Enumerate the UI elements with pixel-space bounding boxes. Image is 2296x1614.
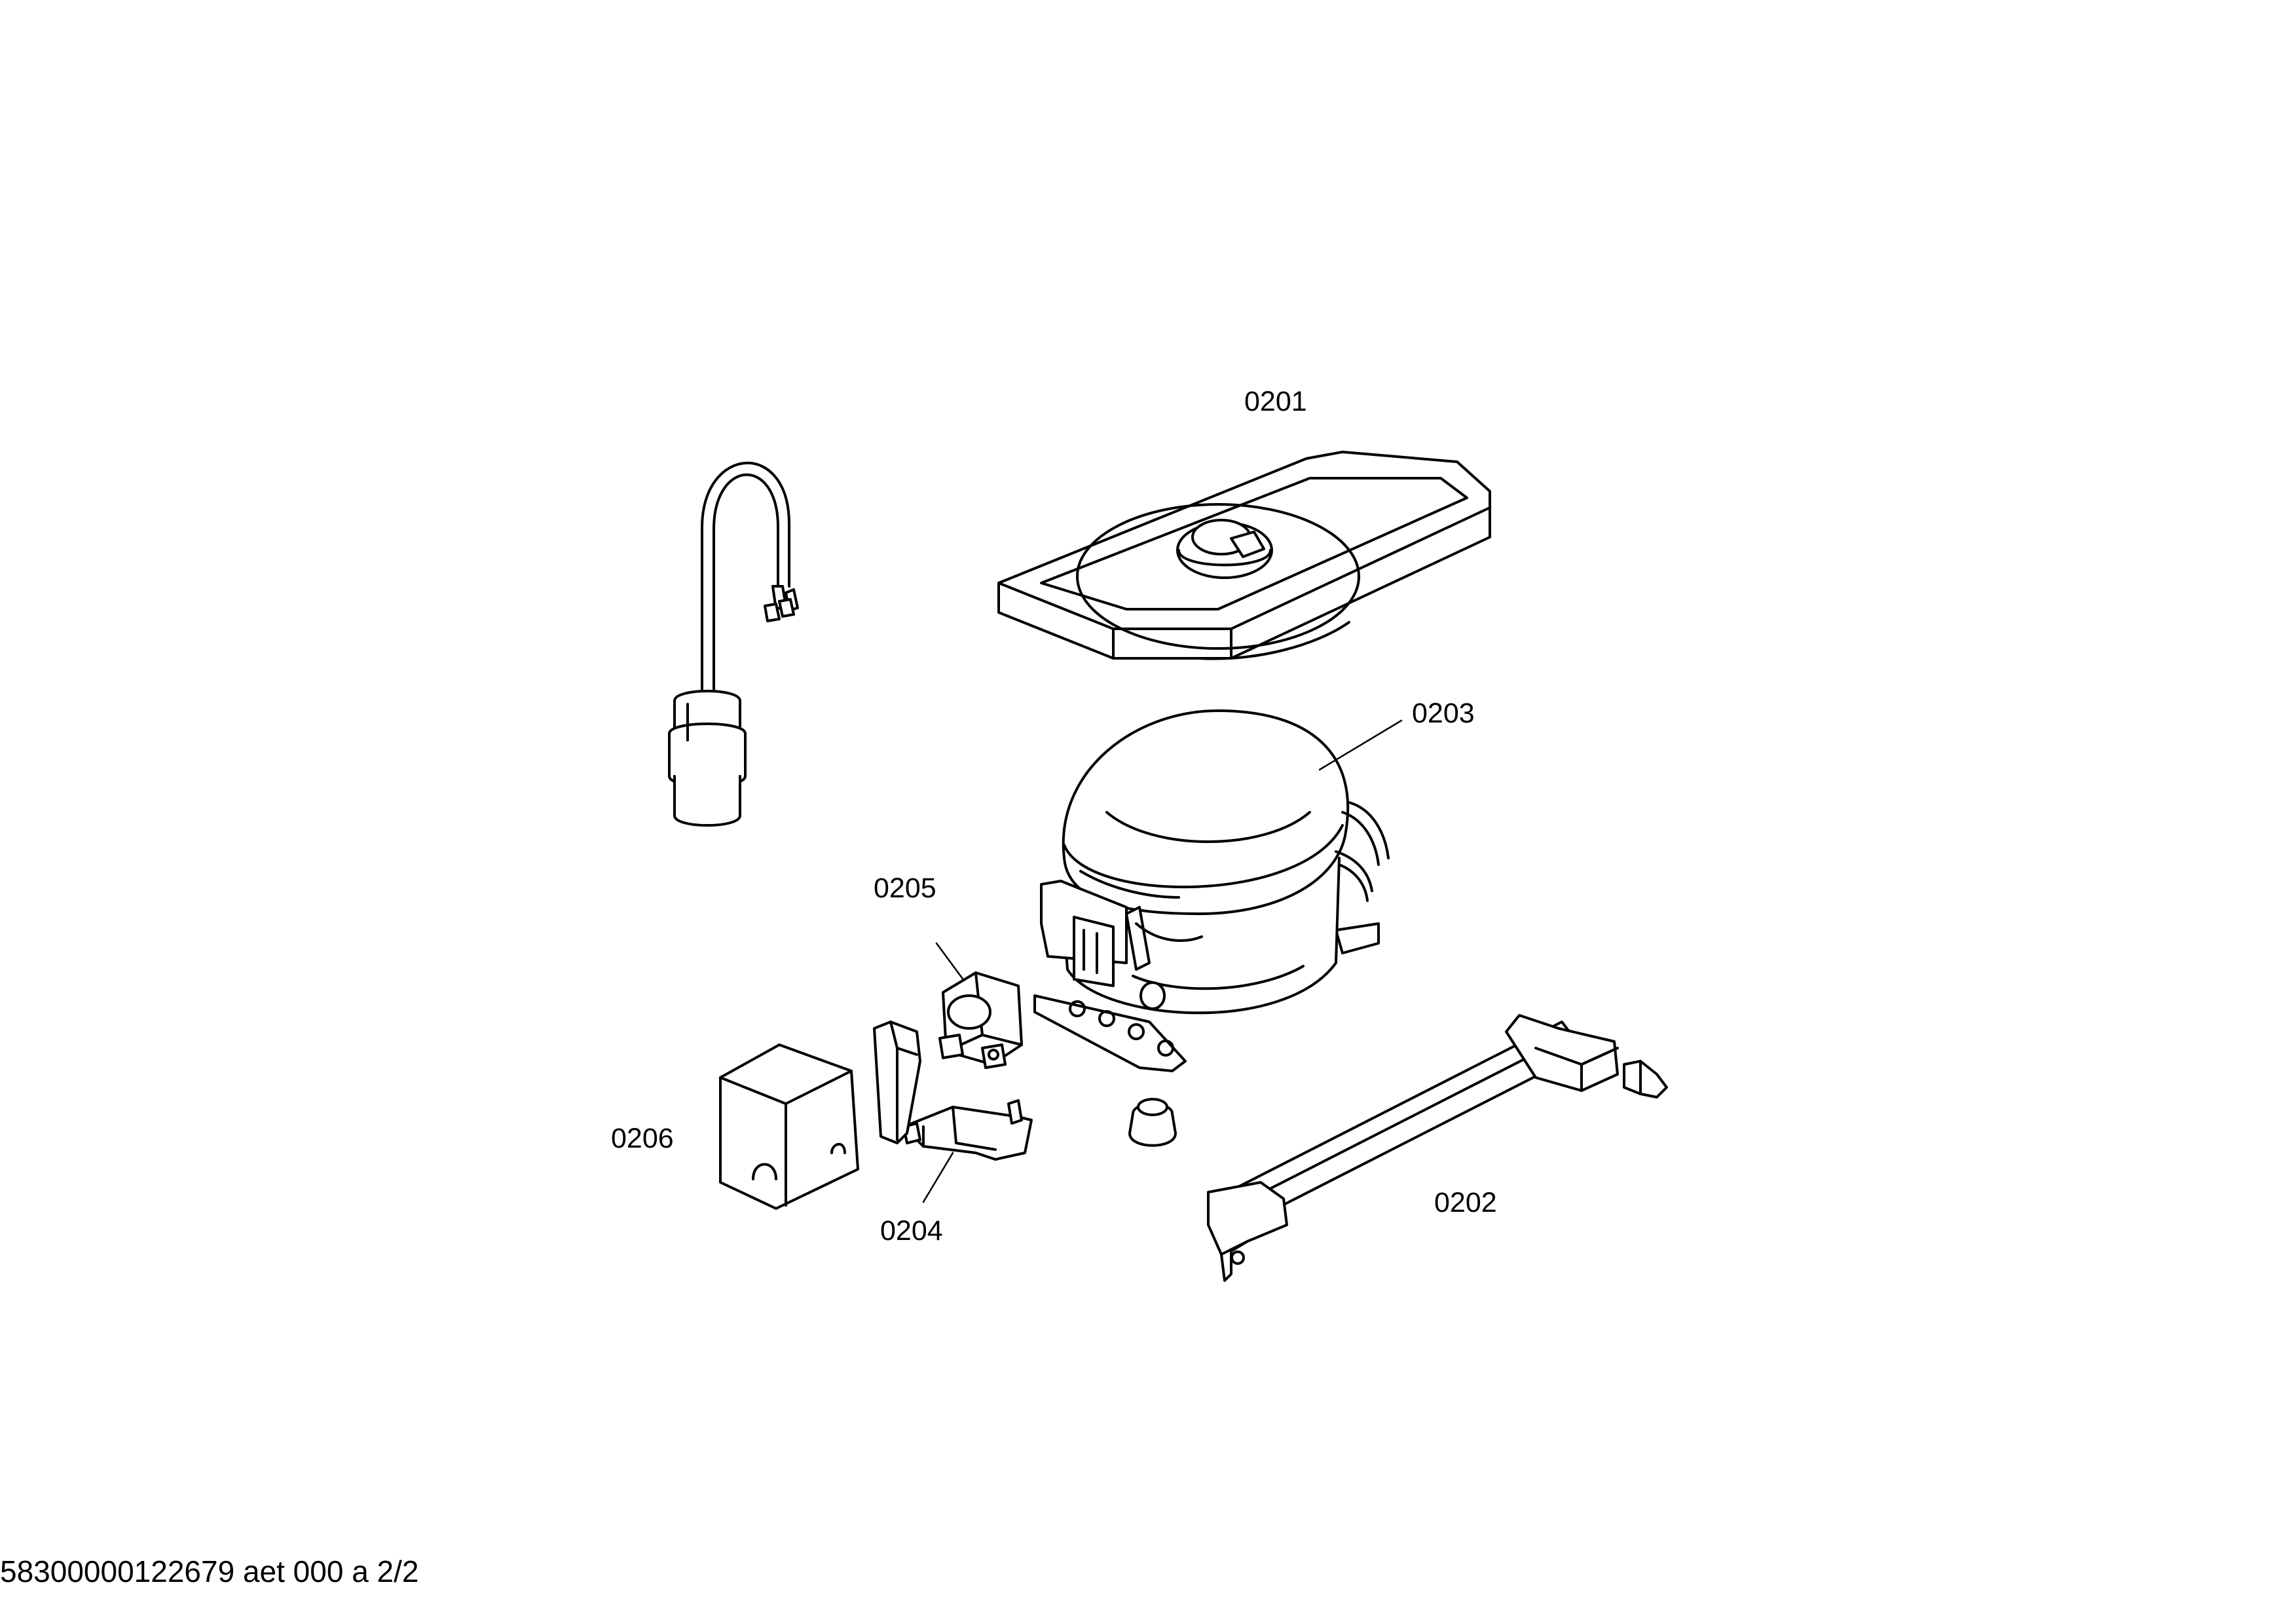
grommet-part: [1128, 1098, 1177, 1147]
cover-box-part: [719, 1043, 859, 1210]
relay-part: [935, 942, 1023, 1069]
mounting-rail-part: [1207, 1014, 1668, 1282]
label-0205: 0205: [874, 873, 936, 904]
document-code: 58300000122679 aet 000 a 2/2: [0, 1554, 419, 1588]
label-0206: 0206: [611, 1123, 674, 1154]
label-0201: 0201: [1244, 386, 1307, 417]
label-0204: 0204: [880, 1215, 943, 1247]
label-0203: 0203: [1412, 698, 1475, 729]
clip-part: [902, 1099, 1033, 1203]
drip-tray-part: [997, 451, 1491, 660]
wedge-part: [873, 1021, 921, 1144]
compressor-part: [1033, 709, 1403, 1072]
label-0202: 0202: [1434, 1187, 1497, 1218]
sensor-cable-part: [668, 461, 799, 827]
